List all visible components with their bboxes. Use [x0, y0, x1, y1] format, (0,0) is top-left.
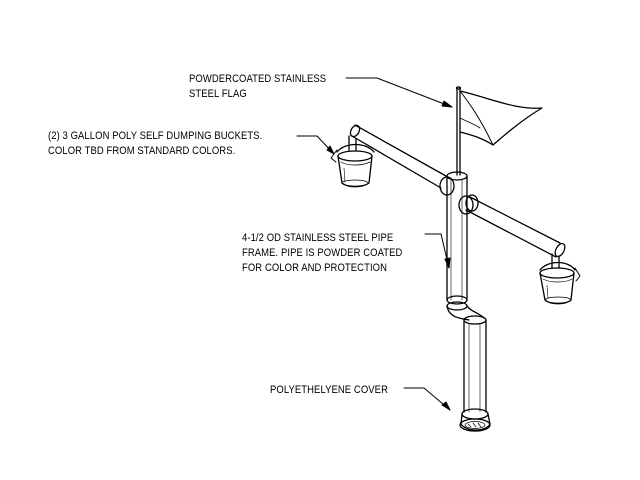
main-post-upper	[439, 171, 474, 311]
callout-pipe-line-2: FRAME. PIPE IS POWDER COATED	[242, 247, 403, 259]
pipe-elbow	[446, 305, 487, 325]
callout-cover: POLYETHELYENE COVER	[270, 383, 388, 398]
flag-cloth	[459, 90, 543, 146]
leader-cover	[403, 387, 451, 411]
callout-flag-line-1: POWDERCOATED STAINLESS	[189, 73, 327, 85]
polyethylene-cover	[459, 408, 491, 432]
callout-pipe-frame: 4-1/2 OD STAINLESS STEEL PIPE FRAME. PIP…	[242, 231, 402, 276]
callout-flag: POWDERCOATED STAINLESS STEEL FLAG	[189, 72, 326, 102]
bucket-right	[539, 253, 581, 305]
leader-cover-arrow	[441, 401, 451, 411]
callout-buckets-line-1: (2) 3 GALLON POLY SELF DUMPING BUCKETS.	[48, 130, 263, 142]
leader-flag-arrow	[441, 100, 453, 108]
upper-arm-right	[465, 194, 566, 258]
flag	[455, 86, 543, 176]
upper-arm-left	[349, 124, 447, 189]
callout-buckets-line-2: COLOR TBD FROM STANDARD COLORS.	[48, 145, 236, 157]
leader-lines	[296, 77, 453, 411]
main-post-lower	[463, 319, 487, 413]
callout-buckets: (2) 3 GALLON POLY SELF DUMPING BUCKETS. …	[48, 129, 262, 159]
leader-pipe	[424, 233, 450, 269]
callout-pipe-line-1: 4-1/2 OD STAINLESS STEEL PIPE	[242, 232, 394, 244]
callout-pipe-line-3: FOR COLOR AND PROTECTION	[242, 262, 388, 274]
bucket-left	[330, 135, 375, 188]
callout-flag-line-2: STEEL FLAG	[189, 88, 247, 100]
leader-flag	[345, 77, 453, 108]
leader-buckets-arrow	[326, 145, 335, 155]
callout-cover-line-1: POLYETHELYENE COVER	[270, 384, 388, 396]
